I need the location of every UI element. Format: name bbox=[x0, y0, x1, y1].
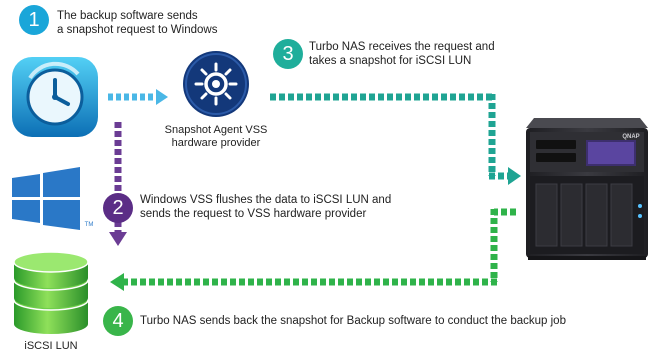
iscsi-lun-label: iSCSI LUN bbox=[24, 340, 78, 352]
step-3-line-1: Turbo NAS receives the request and bbox=[309, 41, 495, 53]
step-1-badge: 1 bbox=[19, 5, 49, 35]
step-2-text: Windows VSS flushes the data to iSCSI LU… bbox=[140, 193, 391, 221]
step-1-text: The backup software sends a snapshot req… bbox=[57, 9, 217, 37]
step-1-number: 1 bbox=[28, 9, 40, 31]
step-1-line-1: The backup software sends bbox=[57, 10, 198, 22]
nas-brand-label: QNAP bbox=[622, 134, 640, 140]
step-3-number: 3 bbox=[282, 43, 294, 65]
step-3-line-2: takes a snapshot for iSCSI LUN bbox=[309, 55, 472, 67]
arrow-agent-to-nas bbox=[270, 93, 521, 185]
step-4-number: 4 bbox=[112, 310, 124, 332]
arrow-nas-to-iscsi bbox=[110, 208, 516, 291]
snapshot-agent-label-line-1: Snapshot Agent VSS bbox=[164, 124, 268, 136]
step-2-line-2: sends the request to VSS hardware provid… bbox=[140, 208, 367, 220]
snapshot-agent-icon bbox=[183, 51, 249, 117]
step-3-badge: 3 bbox=[273, 39, 303, 69]
step-2-number: 2 bbox=[112, 197, 124, 219]
iscsi-disk-stack-icon bbox=[13, 251, 89, 334]
step-1-line-2: a snapshot request to Windows bbox=[57, 24, 218, 36]
step-4-badge: 4 bbox=[103, 306, 133, 336]
backup-software-clock-icon bbox=[12, 57, 98, 137]
step-2-badge: 2 bbox=[103, 193, 133, 223]
step-2-line-1: Windows VSS flushes the data to iSCSI LU… bbox=[140, 194, 392, 206]
arrow-backup-to-agent bbox=[108, 89, 168, 105]
step-4-line-1: Turbo NAS sends back the snapshot for Ba… bbox=[140, 315, 566, 327]
windows-trademark: TM bbox=[84, 222, 94, 228]
turbo-nas-device-icon bbox=[526, 118, 648, 260]
snapshot-agent-label-line-2: hardware provider bbox=[171, 137, 261, 149]
snapshot-agent-label: Snapshot Agent VSS hardware provider bbox=[156, 124, 276, 150]
step-4-text: Turbo NAS sends back the snapshot for Ba… bbox=[140, 314, 566, 328]
step-3-text: Turbo NAS receives the request and takes… bbox=[309, 40, 495, 68]
arrow-windows-to-iscsi bbox=[109, 122, 127, 246]
windows-logo-icon bbox=[12, 167, 80, 230]
